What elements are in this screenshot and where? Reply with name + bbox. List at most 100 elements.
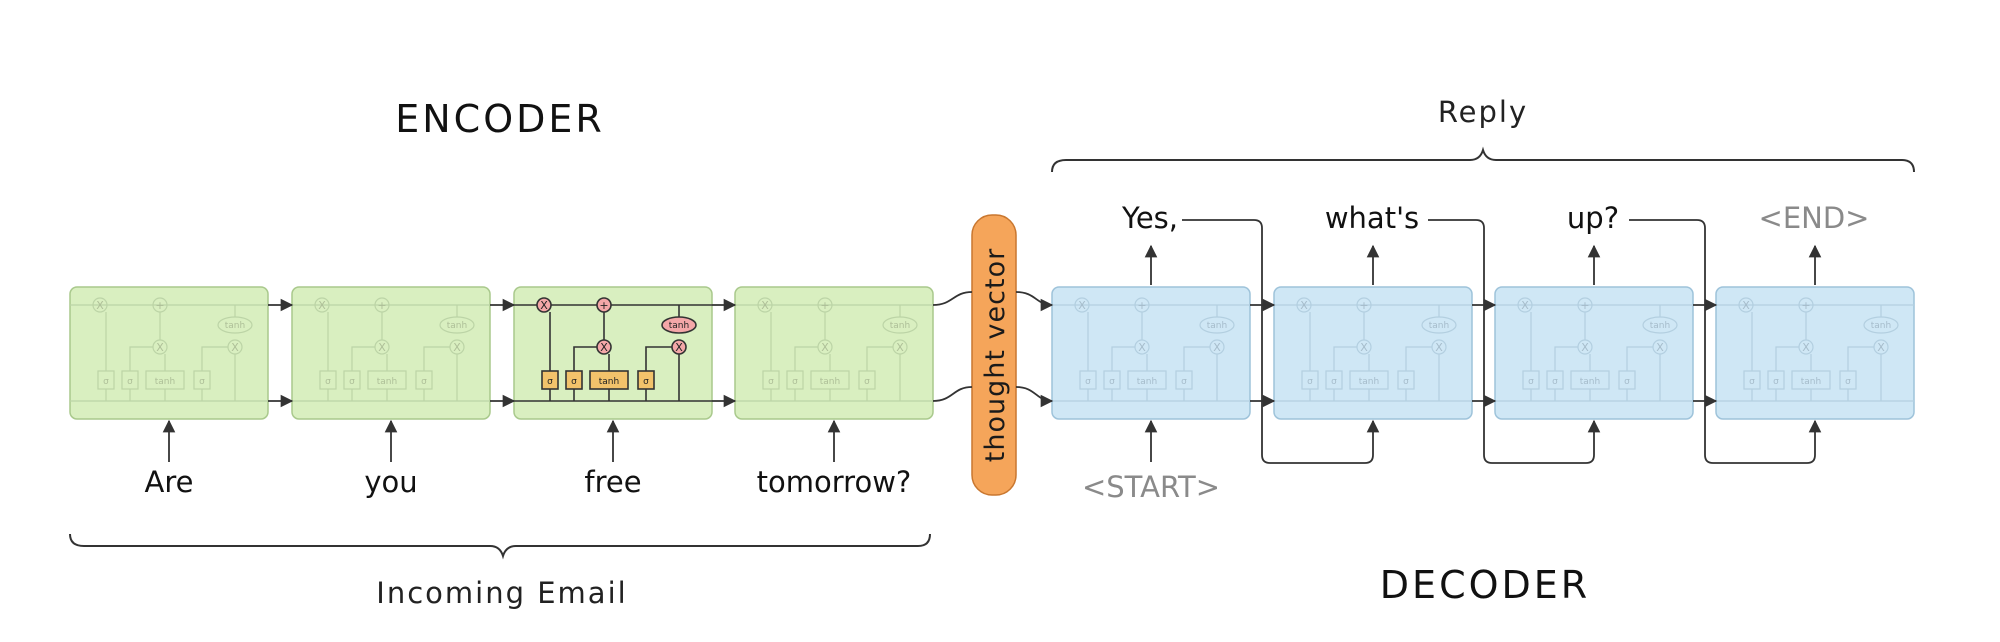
incoming-email-brace: [69, 533, 931, 560]
pointwise-op-label: X: [1078, 299, 1086, 312]
to-thought-top: [932, 291, 973, 306]
gate-label: σ: [1181, 377, 1187, 387]
pointwise-op-label: X: [318, 299, 326, 312]
gate-label: σ: [1403, 377, 1409, 387]
output-link: [1847, 346, 1874, 371]
cell-box: [291, 286, 491, 420]
pointwise-op-4: [892, 339, 908, 355]
tanh-op: [1199, 316, 1235, 334]
pointwise-op-1: [536, 297, 552, 313]
cell-box: [69, 286, 269, 420]
gate-label: tanh: [1137, 377, 1157, 387]
gate-label: σ: [792, 377, 798, 387]
pointwise-op-label: +: [599, 299, 608, 312]
input-link: [573, 346, 597, 371]
pointwise-op-1: [757, 297, 773, 313]
from-thought-top: [1015, 291, 1054, 312]
tanh-op-label: tanh: [1871, 321, 1891, 331]
reply-label: Reply: [1438, 95, 1528, 129]
tanh-op-label: tanh: [1429, 321, 1449, 331]
to-thought-bottom: [932, 386, 973, 402]
pointwise-op-3: [374, 339, 390, 355]
input-link: [1554, 346, 1578, 371]
output-link: [866, 346, 893, 371]
input-word-3: free: [584, 465, 641, 499]
pointwise-op-label: X: [156, 341, 164, 354]
output-word-3: up?: [1567, 201, 1619, 235]
pointwise-op-1: [1296, 297, 1312, 313]
tanh-op: [217, 316, 253, 334]
pointwise-op-4: [227, 339, 243, 355]
pointwise-op-label: +: [1359, 299, 1368, 312]
pointwise-op-label: +: [1137, 299, 1146, 312]
tanh-op: [882, 316, 918, 334]
tanh-op-label: tanh: [1207, 321, 1227, 331]
cell-connections: [162, 219, 1822, 464]
gate-label: σ: [1624, 377, 1630, 387]
tanh-op-label: tanh: [890, 321, 910, 331]
pointwise-op-label: +: [820, 299, 829, 312]
gate-label: σ: [768, 377, 774, 387]
gate-label: tanh: [377, 377, 397, 387]
output-link: [201, 346, 228, 371]
input-link: [1333, 346, 1357, 371]
pointwise-op-2: [374, 297, 390, 313]
pointwise-op-label: X: [1138, 341, 1146, 354]
pointwise-op-4: [1873, 339, 1889, 355]
thought-vector: thought vector: [971, 214, 1017, 496]
pointwise-op-4: [1431, 339, 1447, 355]
pointwise-op-label: X: [231, 341, 239, 354]
gate-label: tanh: [1359, 377, 1379, 387]
pointwise-op-2: [1134, 297, 1150, 313]
output-link: [423, 346, 450, 371]
input-link: [1111, 346, 1135, 371]
pointwise-op-4: [671, 339, 687, 355]
gate-label: σ: [1773, 377, 1779, 387]
tanh-op-label: tanh: [1650, 321, 1670, 331]
pointwise-op-label: X: [1300, 299, 1308, 312]
output-link: [1626, 346, 1653, 371]
input-word-2: you: [364, 465, 417, 499]
pointwise-op-label: X: [1360, 341, 1368, 354]
gate-label: tanh: [155, 377, 175, 387]
pointwise-op-label: X: [1742, 299, 1750, 312]
feedback-loop: [1182, 219, 1380, 464]
pointwise-op-label: +: [377, 299, 386, 312]
input-word-1: Are: [145, 465, 194, 499]
input-link: [351, 346, 375, 371]
pointwise-op-3: [1134, 339, 1150, 355]
pointwise-op-2: [1798, 297, 1814, 313]
pointwise-op-label: X: [378, 341, 386, 354]
pointwise-op-3: [1798, 339, 1814, 355]
tanh-op: [661, 316, 697, 334]
pointwise-op-4: [1652, 339, 1668, 355]
from-thought-bottom: [1015, 386, 1054, 408]
tanh-op-label: tanh: [447, 321, 467, 331]
pointwise-op-3: [817, 339, 833, 355]
pointwise-op-label: X: [896, 341, 904, 354]
gate-label: σ: [864, 377, 870, 387]
pointwise-op-2: [152, 297, 168, 313]
gate-label: σ: [103, 377, 109, 387]
pointwise-op-label: X: [1521, 299, 1529, 312]
input-link: [794, 346, 818, 371]
pointwise-op-3: [1577, 339, 1593, 355]
pointwise-op-label: X: [1581, 341, 1589, 354]
pointwise-op-label: +: [1580, 299, 1589, 312]
pointwise-op-label: X: [600, 341, 608, 354]
encoder-title: ENCODER: [395, 97, 605, 141]
input-link: [1775, 346, 1799, 371]
gate-label: σ: [1307, 377, 1313, 387]
gate-label: σ: [127, 377, 133, 387]
gate-label: σ: [325, 377, 331, 387]
decoder-title: DECODER: [1380, 563, 1590, 607]
